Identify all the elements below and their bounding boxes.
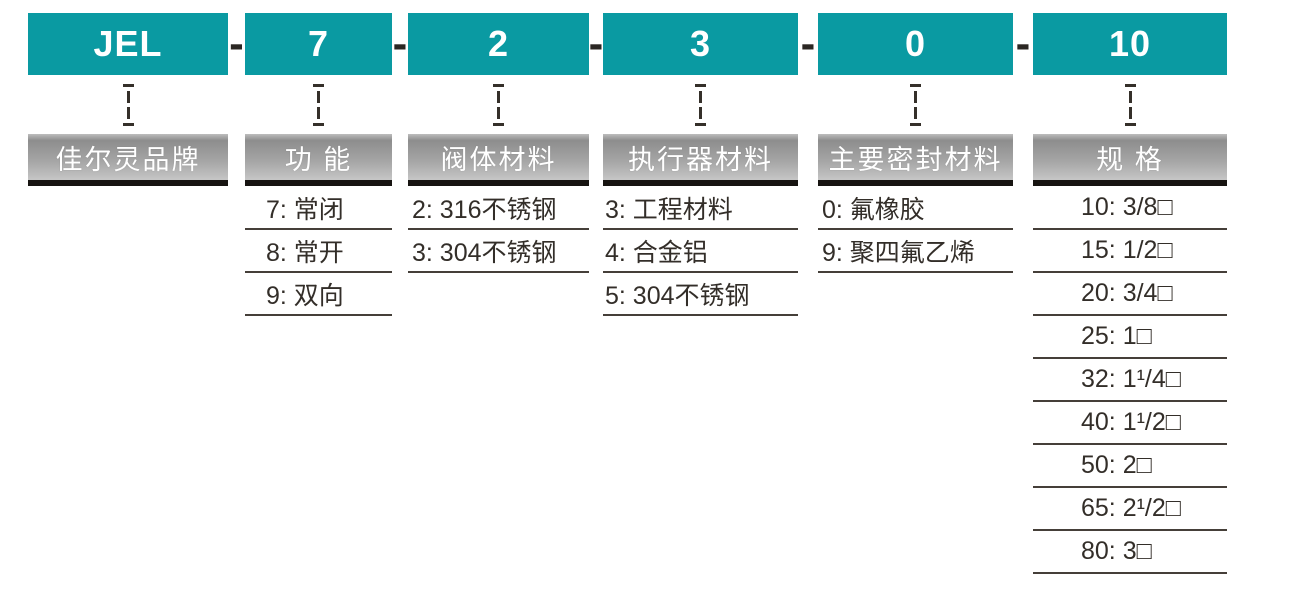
column-function: 7 功 能 7: 常闭 8: 常开 9: 双向 [245,0,392,591]
code-text: 10 [1108,23,1152,64]
connector-dash [126,107,130,119]
connector-dash [317,91,320,103]
category-label-brand: 佳尔灵品牌 [28,134,228,186]
connector-tick [313,84,324,87]
code-box-seal-material: 0 [818,13,1013,75]
connector-dash [699,107,702,119]
connector-dash [914,91,917,103]
option-item: 5: 304不锈钢 [603,273,798,316]
option-item: 8: 常开 [245,230,392,273]
connector-tick [695,123,706,126]
code-text: 0 [904,23,927,64]
connector-dashed-line [1033,84,1227,130]
code-text: 3 [689,23,712,64]
option-list-seal-material: 0: 氟橡胶 9: 聚四氟乙烯 [818,187,1013,273]
connector-dash [1128,107,1132,119]
code-text: JEL [93,23,163,64]
connector-tick [910,123,921,126]
connector-tick [695,84,706,87]
code-text: 2 [487,23,510,64]
connector-tick [122,84,134,87]
option-list-function: 7: 常闭 8: 常开 9: 双向 [245,187,392,316]
category-label-seal-material: 主要密封材料 [818,134,1013,186]
connector-dashed-line [245,84,392,130]
code-box-actuator-material: 3 [603,13,798,75]
code-box-brand: JEL [28,13,228,75]
connector-dash [699,91,702,103]
option-item: 4: 合金铝 [603,230,798,273]
connector-tick [493,123,504,126]
code-separator-dash: - [800,19,816,68]
category-label-body-material: 阀体材料 [408,134,589,186]
category-label-text: 主要密封材料 [828,144,1003,175]
code-separator-dash: - [229,19,244,68]
column-actuator-material: 3 执行器材料 3: 工程材料 4: 合金铝 5: 304不锈钢 [603,0,798,591]
code-box-function: 7 [245,13,392,75]
option-item: 0: 氟橡胶 [818,187,1013,230]
code-separator-dash: - [392,19,408,68]
option-item: 40: 1¹/2□ [1033,402,1227,445]
category-label-spec: 规 格 [1033,134,1227,186]
code-box-body-material: 2 [408,13,589,75]
option-item: 25: 1□ [1033,316,1227,359]
category-label-text: 执行器材料 [628,144,773,175]
connector-dashed-line [603,84,798,130]
option-list-actuator-material: 3: 工程材料 4: 合金铝 5: 304不锈钢 [603,187,798,316]
connector-dashed-line [408,84,589,130]
category-label-text: 阀体材料 [440,144,557,175]
option-item: 7: 常闭 [245,187,392,230]
connector-dash [126,91,130,103]
connector-dashed-line [28,84,228,130]
connector-dash [914,107,917,119]
connector-dash [497,107,500,119]
category-label-text: 佳尔灵品牌 [55,144,201,175]
option-item: 10: 3/8□ [1033,187,1227,230]
option-item: 3: 304不锈钢 [408,230,589,273]
category-label-actuator-material: 执行器材料 [603,134,798,186]
connector-tick [122,123,134,126]
connector-tick [910,84,921,87]
option-item: 15: 1/2□ [1033,230,1227,273]
option-item: 32: 1¹/4□ [1033,359,1227,402]
connector-tick [493,84,504,87]
connector-dashed-line [818,84,1013,130]
connector-tick [1124,123,1136,126]
option-item: 50: 2□ [1033,445,1227,488]
option-item: 20: 3/4□ [1033,273,1227,316]
option-list-spec: 10: 3/8□ 15: 1/2□ 20: 3/4□ 25: 1□ 32: 1¹… [1033,187,1227,574]
code-separator-dash: - [588,19,604,68]
connector-tick [1124,84,1136,87]
option-item: 2: 316不锈钢 [408,187,589,230]
option-item: 3: 工程材料 [603,187,798,230]
code-separator-dash: - [1015,19,1031,68]
column-body-material: 2 阀体材料 2: 316不锈钢 3: 304不锈钢 [408,0,589,591]
category-label-text: 规 格 [1096,144,1164,175]
option-item: 9: 聚四氟乙烯 [818,230,1013,273]
connector-dash [1128,91,1132,103]
option-item: 80: 3□ [1033,531,1227,574]
option-list-body-material: 2: 316不锈钢 3: 304不锈钢 [408,187,589,273]
option-item: 9: 双向 [245,273,392,316]
category-label-function: 功 能 [245,134,392,186]
connector-tick [313,123,324,126]
column-spec: 10 规 格 10: 3/8□ 15: 1/2□ 20: 3/4□ 25: 1□… [1033,0,1227,591]
column-seal-material: 0 主要密封材料 0: 氟橡胶 9: 聚四氟乙烯 [818,0,1013,591]
option-item: 65: 2¹/2□ [1033,488,1227,531]
code-box-spec: 10 [1033,13,1227,75]
connector-dash [317,107,320,119]
code-text: 7 [307,23,330,64]
connector-dash [497,91,500,103]
category-label-text: 功 能 [284,144,353,175]
column-brand: JEL 佳尔灵品牌 [28,0,228,591]
